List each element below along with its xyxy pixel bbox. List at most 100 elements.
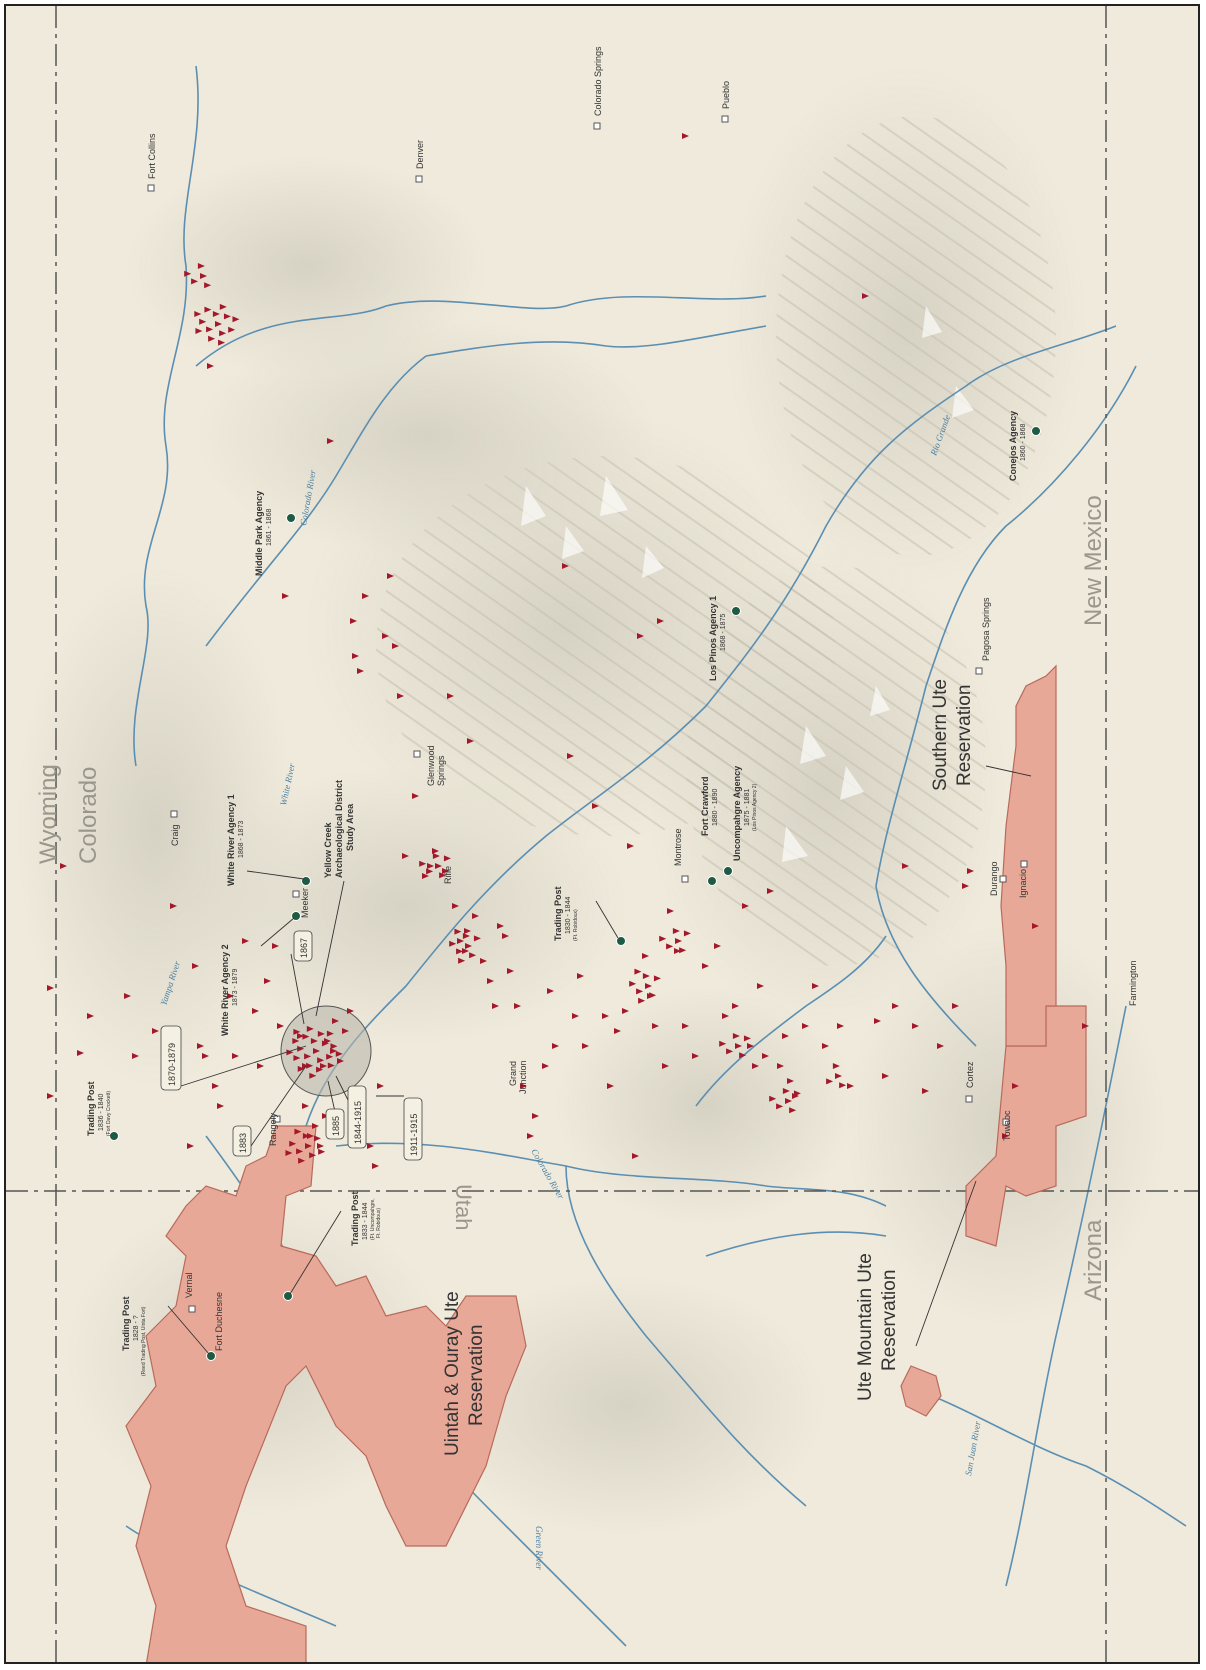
site-marker: [310, 1037, 318, 1044]
site-marker: [257, 1063, 264, 1069]
site-marker: [305, 1143, 312, 1149]
site-marker: [317, 1143, 324, 1149]
site-marker: [793, 1090, 801, 1097]
site-marker: [199, 318, 207, 325]
middle-park-agency-marker: [286, 513, 296, 523]
site-marker: [502, 933, 509, 939]
site-marker: [317, 1057, 325, 1064]
site-marker: [732, 1032, 740, 1039]
site-marker: [912, 1023, 919, 1029]
site-marker: [302, 1132, 310, 1139]
denver-label: Denver: [415, 140, 425, 169]
trading-post-1836-marker: [109, 1131, 119, 1141]
site-marker: [473, 935, 481, 942]
middle-park-agency-name: Middle Park Agency: [254, 491, 264, 576]
site-marker: [442, 868, 449, 874]
fort-crawford-name: Fort Crawford: [700, 777, 710, 837]
site-marker: [862, 293, 869, 299]
site-marker: [282, 593, 289, 599]
utah-label: Utah: [451, 1184, 476, 1230]
southern-ute-label-1: Southern Ute: [930, 679, 951, 791]
site-marker: [637, 633, 644, 639]
montrose-marker: [681, 875, 689, 883]
site-marker: [456, 948, 464, 955]
site-marker: [223, 313, 231, 320]
site-marker: [719, 1040, 727, 1047]
site-marker: [682, 1023, 689, 1029]
site-marker: [422, 873, 429, 879]
site-marker: [306, 1025, 314, 1032]
site-marker: [297, 1045, 305, 1052]
conejos-agency-dates: 1860 - 1868: [1020, 424, 1027, 461]
site-marker: [342, 1028, 349, 1034]
site-marker: [567, 753, 574, 759]
site-marker: [286, 1049, 294, 1056]
site-marker: [191, 278, 199, 285]
date-box-1885-label: 1885: [331, 1116, 341, 1136]
site-marker: [679, 947, 687, 954]
site-marker: [552, 1043, 559, 1049]
site-marker: [634, 968, 642, 975]
site-marker: [382, 633, 389, 639]
trading-post-1836-name: Trading Post: [86, 1081, 96, 1136]
colorado-springs-label: Colorado Springs: [593, 46, 603, 116]
site-marker: [402, 853, 409, 859]
site-marker: [614, 1028, 621, 1034]
site-marker: [77, 1050, 84, 1056]
site-marker: [317, 1030, 325, 1037]
site-marker: [318, 1148, 326, 1155]
site-marker: [487, 978, 494, 984]
city-markers: [147, 115, 1028, 1313]
pueblo-marker: [721, 115, 729, 123]
durango-marker: [999, 875, 1007, 883]
site-marker: [309, 1152, 317, 1159]
site-marker: [192, 963, 199, 969]
site-marker: [132, 1053, 139, 1059]
site-marker: [218, 339, 226, 346]
site-marker: [632, 1153, 639, 1159]
denver-marker: [415, 175, 423, 183]
site-marker: [802, 1023, 809, 1029]
site-marker: [304, 1053, 312, 1060]
farmington-label: Farmington: [1128, 960, 1138, 1006]
site-marker: [289, 1140, 297, 1147]
site-marker: [227, 993, 234, 999]
site-marker: [335, 1050, 343, 1057]
site-marker: [952, 1003, 959, 1009]
site-marker: [882, 1073, 889, 1079]
site-marker: [202, 1053, 209, 1059]
date-box-1885: 1885: [325, 1108, 345, 1140]
site-marker: [309, 1072, 317, 1079]
los-pinos-agency-name: Los Pinos Agency 1: [708, 596, 718, 681]
white-river-agency-2-name: White River Agency 2: [220, 944, 230, 1036]
site-marker: [732, 1003, 739, 1009]
site-marker: [547, 988, 554, 994]
site-marker: [242, 938, 249, 944]
trading-post-1833-dates: 1833 - 1844: [362, 1203, 369, 1240]
site-marker: [187, 1143, 194, 1149]
trading-post-1833-name: Trading Post: [350, 1191, 360, 1246]
site-marker: [962, 883, 969, 889]
middle-park-agency-dates: 1861 - 1868: [266, 509, 273, 546]
site-marker: [457, 938, 464, 944]
site-marker: [322, 1113, 329, 1119]
pagosa-springs-marker: [975, 667, 983, 675]
site-marker: [492, 1003, 499, 1009]
site-marker: [212, 1083, 219, 1089]
white-river-agency-1-name: White River Agency 1: [226, 794, 236, 886]
site-marker: [1032, 923, 1039, 929]
site-marker: [480, 958, 487, 964]
site-marker: [332, 1018, 339, 1024]
site-marker: [285, 1150, 293, 1157]
site-marker: [792, 1093, 799, 1099]
site-marker: [822, 1043, 829, 1049]
date-box-1911-1915-label: 1911-1915: [409, 1114, 419, 1156]
uintah-ouray-label-1: Uintah & Ouray Ute: [442, 1291, 463, 1456]
site-marker: [649, 992, 657, 999]
site-marker: [439, 872, 447, 879]
date-box-1844-1915: 1844-1915: [347, 1085, 367, 1149]
site-marker: [228, 326, 236, 333]
site-marker: [452, 903, 459, 909]
site-marker: [454, 928, 462, 935]
date-box-1911-1915: 1911-1915: [403, 1097, 423, 1161]
